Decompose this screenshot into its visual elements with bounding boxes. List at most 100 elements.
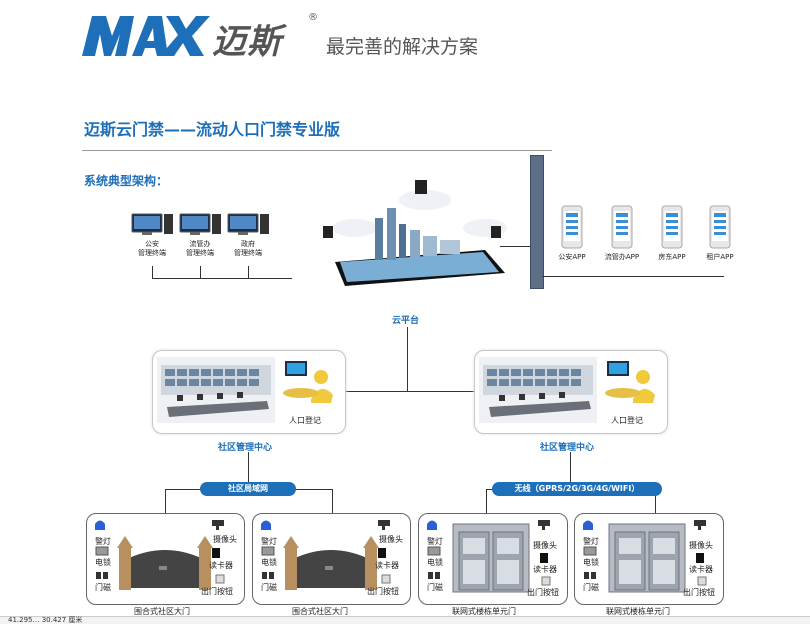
terminal-connector [200,266,201,278]
phone-icon [709,205,731,249]
terminal-label: 政府 管理终端 [234,240,262,257]
app-3: 租户APP [696,205,744,262]
exit-button-icon [381,574,391,584]
status-text: 41.295… 30.427 厘米 [8,616,83,624]
door-sensor-icon [96,572,108,579]
device-label: 门磁 [95,583,111,592]
camera-icon [538,520,550,530]
community-gate-icon [283,536,379,590]
device-label: 电锁 [95,558,111,567]
phone-icon [661,205,683,249]
device-label: 出门按钮 [527,588,559,597]
operator-workstation-icon [605,361,655,403]
card-reader-icon [378,548,386,558]
device-label: 警灯 [95,537,111,546]
device-label: 摄像头 [689,541,713,550]
camera-icon [694,520,706,530]
app-label: 公安APP [558,253,586,261]
computer-icon [131,213,173,235]
cloud-city-icon [323,180,507,286]
device-label: 警灯 [427,537,443,546]
device-label: 门磁 [261,583,277,592]
exit-button-icon [215,574,225,584]
center-down-connector [248,452,249,482]
electric-lock-icon [583,546,597,556]
network-branch [165,489,166,513]
brand-name: 迈斯 [212,22,282,62]
center-panel-left: 人口登记 [152,350,346,434]
device-label: 出门按钮 [683,588,715,597]
electric-lock-icon [261,546,275,556]
terminal-connector [152,278,292,279]
computer-icon [179,213,221,235]
monitoring-room-icon [157,357,275,423]
computer-icon [227,213,269,235]
brand-logo [82,14,212,58]
gate-caption: 联网式楼栋单元门 [452,607,516,616]
door-sensor-icon [584,572,596,579]
person-register-label: 人口登记 [611,416,643,425]
alarm-light-icon [427,520,437,530]
cloud-platform-graphic [315,178,515,288]
terminal-0: 公安 管理终端 [130,212,174,258]
app-0: 公安APP [548,205,596,262]
device-label: 摄像头 [379,535,403,544]
app-label: 流管办APP [604,253,640,261]
app-2: 房东APP [648,205,696,262]
title-divider [82,150,552,151]
center-label-right: 社区管理中心 [540,443,595,453]
device-label: 出门按钮 [201,587,233,596]
unit-door-icon [452,523,530,593]
app-bus-bar [530,155,544,289]
unit-door-icon [608,523,686,593]
gate-panel: 警灯 电锁 门磁 摄像头 读卡器 出门按钮 [418,513,568,605]
gate-caption: 联网式楼栋单元门 [606,607,670,616]
card-reader-icon [212,548,220,558]
device-label: 门磁 [583,583,599,592]
gate-panel: 警灯 电锁 门磁 摄像头 读卡器 出门按钮 [86,513,245,605]
device-label: 读卡器 [689,565,713,574]
device-label: 摄像头 [533,541,557,550]
camera-icon [212,520,224,530]
cloud-connector [407,327,408,391]
network-branch [332,489,333,513]
device-label: 读卡器 [209,561,233,570]
app-group: 公安APP 流管办APP 房东APP [548,205,748,275]
terminal-connector [248,266,249,278]
gate-panel: 警灯 电锁 门磁 摄像头 读卡器 出门按钮 [574,513,724,605]
app-connector [542,276,724,277]
exit-button-icon [697,576,707,586]
center-label-left: 社区管理中心 [218,443,273,453]
max-logo-icon [82,16,210,56]
registered-mark: ® [308,12,318,23]
device-label: 摄像头 [213,535,237,544]
terminal-1: 流管办 管理终端 [178,212,222,258]
terminal-2: 政府 管理终端 [226,212,270,258]
gate-caption: 围合式社区大门 [134,607,190,616]
slogan: 最完善的解决方案 [326,36,479,58]
center-down-connector [570,452,571,482]
electric-lock-icon [427,546,441,556]
phone-icon [561,205,583,249]
alarm-light-icon [261,520,271,530]
door-sensor-icon [262,572,274,579]
device-label: 警灯 [583,537,599,546]
person-register-label: 人口登记 [289,416,321,425]
card-reader-icon [696,553,704,563]
network-pill-left: 社区局域网 [200,482,296,496]
electric-lock-icon [95,546,109,556]
camera-icon [378,520,390,530]
terminal-group: 公安 管理终端 流管办 管理终端 政府 管理终端 [128,212,273,264]
cloud-platform-label: 云平台 [392,316,420,326]
device-label: 电锁 [427,558,443,567]
exit-button-icon [541,576,551,586]
alarm-light-icon [95,520,105,530]
device-label: 出门按钮 [367,587,399,596]
gate-caption: 围合式社区大门 [292,607,348,616]
gate-panel: 警灯 电锁 门磁 摄像头 读卡器 出门按钮 [252,513,411,605]
app-label: 租户APP [706,253,734,261]
tablet-to-bus-connector [500,246,530,247]
door-sensor-icon [428,572,440,579]
alarm-light-icon [583,520,593,530]
card-reader-icon [540,553,548,563]
